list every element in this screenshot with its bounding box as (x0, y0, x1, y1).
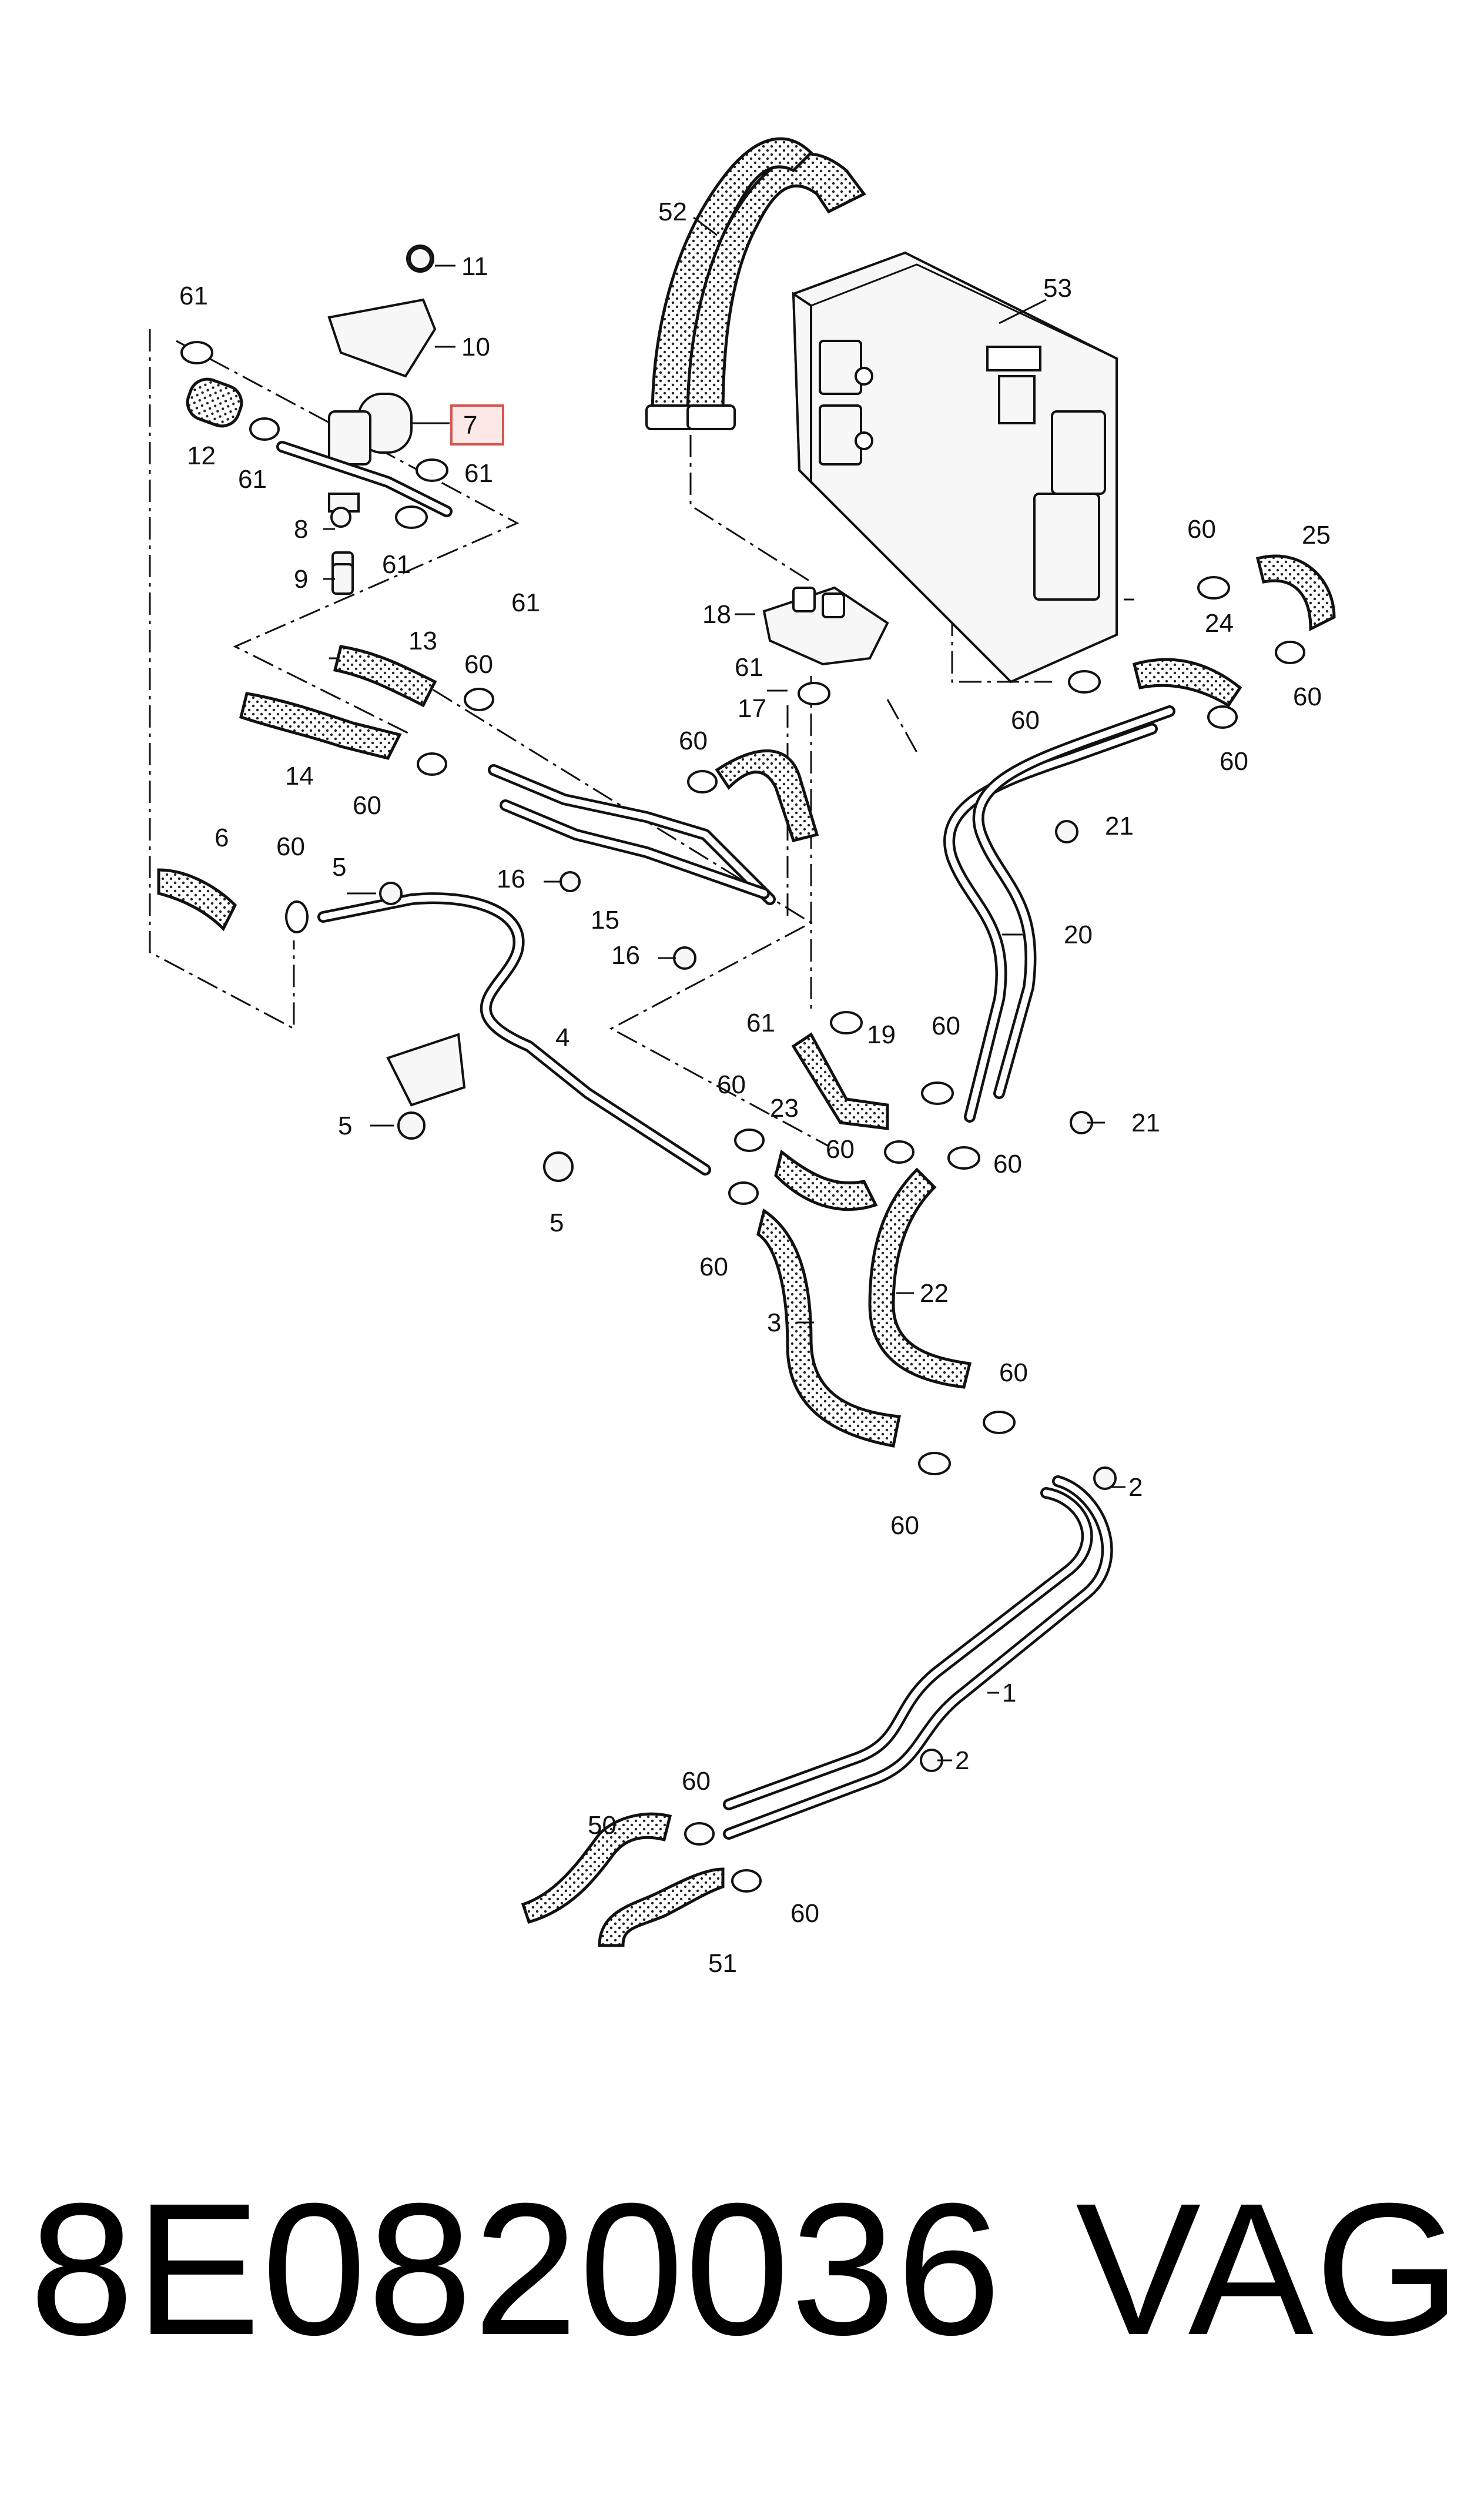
spring-clips (180, 341, 1305, 1893)
callout-16-a: 16 (497, 865, 525, 893)
callout-5-a: 5 (332, 853, 346, 882)
callout-60-f: 60 (1011, 706, 1040, 735)
callout-24: 24 (1205, 609, 1234, 638)
callout-2-a: 2 (1128, 1473, 1143, 1502)
callout-60-h: 60 (276, 832, 305, 861)
callout-60-a: 60 (464, 650, 493, 679)
callout-60-j: 60 (717, 1070, 746, 1099)
brand-name: VAG (1076, 2164, 1463, 2374)
leader-lines (323, 216, 1125, 1762)
callout-1: 1 (1002, 1679, 1016, 1707)
hose-13 (333, 645, 437, 708)
hose-24 (1132, 658, 1242, 708)
callout-21-a: 21 (1105, 812, 1134, 841)
callout-53: 53 (1043, 274, 1072, 303)
callout-60-b: 60 (353, 791, 381, 820)
hose-12 (186, 377, 243, 428)
callout-60-i: 60 (932, 1012, 960, 1040)
callout-3: 3 (767, 1308, 781, 1337)
callout-60-e: 60 (1293, 682, 1322, 711)
callout-13: 13 (408, 627, 437, 655)
callout-61-e: 61 (511, 588, 540, 617)
callout-5-c: 5 (550, 1208, 564, 1237)
callout-60-q: 60 (790, 1899, 819, 1928)
hose-14 (239, 692, 402, 760)
pipe-20 (943, 705, 1175, 1123)
hose-50 (521, 1812, 672, 1924)
fasteners (330, 247, 1117, 1772)
callout-8: 8 (294, 515, 308, 544)
callout-23: 23 (770, 1094, 799, 1123)
callout-2-b: 2 (955, 1746, 969, 1775)
callout-20: 20 (1064, 920, 1093, 949)
hose-19 (791, 1032, 889, 1130)
callout-60-k: 60 (826, 1135, 855, 1164)
hose-25 (1255, 554, 1336, 632)
callout-18: 18 (702, 600, 731, 629)
module-53 (792, 251, 1118, 684)
callout-16-b: 16 (611, 941, 640, 970)
part-number: 8E0820036 (29, 2164, 1003, 2374)
callout-61-d: 61 (382, 550, 411, 579)
callout-60-c: 60 (679, 726, 708, 755)
hose-3 (756, 1208, 901, 1448)
callout-5-b: 5 (338, 1111, 352, 1140)
callout-7[interactable]: 7 (463, 411, 477, 440)
callout-10: 10 (461, 333, 490, 361)
callout-6: 6 (215, 823, 229, 852)
callout-14: 14 (285, 762, 314, 791)
callout-60-o: 60 (890, 1511, 919, 1540)
callout-22: 22 (920, 1279, 949, 1308)
callout-17: 17 (738, 694, 766, 723)
callout-19: 19 (867, 1020, 896, 1049)
pipe-1 (723, 1475, 1113, 1840)
hose-51 (598, 1867, 725, 1947)
callout-25: 25 (1302, 521, 1331, 550)
callout-21-b: 21 (1131, 1109, 1160, 1137)
pipe-4 (317, 892, 711, 1176)
callout-7-highlight (450, 404, 504, 446)
callout-61-a: 61 (179, 282, 208, 310)
bracket-18 (762, 586, 889, 666)
callout-60-m: 60 (699, 1253, 728, 1281)
callout-61-f: 61 (735, 653, 763, 682)
pipe-15 (488, 764, 776, 905)
callout-60-g: 60 (1220, 747, 1248, 776)
callout-11: 11 (461, 252, 488, 281)
hose-52 (645, 137, 866, 430)
hose-17 (715, 749, 819, 842)
callout-50: 50 (588, 1811, 617, 1840)
hose-23 (774, 1149, 878, 1211)
callouts: 11 10 7 61 12 61 61 8 9 61 61 52 53 18 6… (179, 197, 1331, 1978)
hose-22 (868, 1167, 972, 1389)
callout-51: 51 (708, 1949, 737, 1978)
callout-4: 4 (555, 1023, 570, 1052)
callout-61-g: 61 (746, 1009, 775, 1037)
callout-60-l: 60 (993, 1150, 1022, 1178)
callout-61-c: 61 (464, 459, 493, 488)
callout-15: 15 (591, 906, 619, 935)
callout-60-d: 60 (1187, 515, 1216, 544)
callout-60-p: 60 (682, 1767, 711, 1796)
valve-7-assembly (276, 245, 453, 583)
hose-6 (157, 868, 237, 932)
callout-9: 9 (294, 565, 308, 594)
callout-60-n: 60 (999, 1358, 1028, 1387)
callout-52: 52 (658, 197, 687, 226)
callout-61-b: 61 (238, 465, 267, 494)
callout-12: 12 (187, 441, 216, 470)
